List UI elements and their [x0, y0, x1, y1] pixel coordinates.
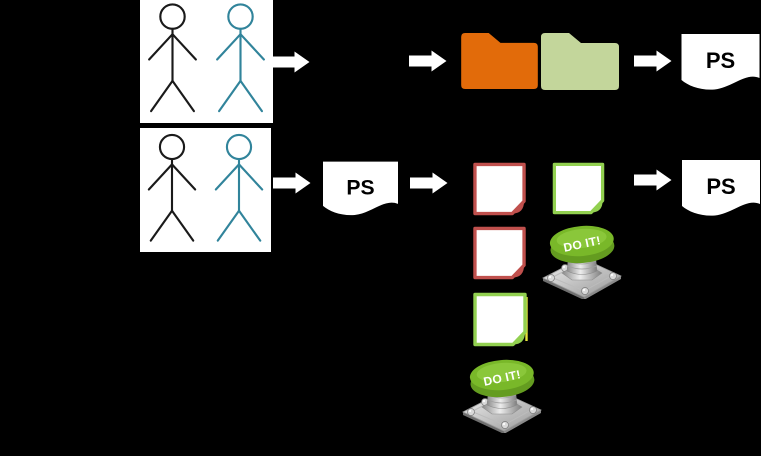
ps-document-icon: PS	[681, 34, 760, 90]
flow-arrow-icon	[409, 50, 447, 72]
do-it-button[interactable]: DO IT!	[538, 221, 626, 299]
ps-document-label: PS	[346, 176, 374, 199]
folder-green-icon	[541, 33, 619, 90]
button-cap: DO IT!	[469, 359, 535, 398]
ps-document-label: PS	[706, 48, 735, 73]
ps-document-label: PS	[706, 174, 735, 199]
flow-arrow-icon	[410, 172, 448, 194]
sticky-note-green-icon	[552, 162, 605, 215]
sticky-note-red-icon	[473, 226, 526, 280]
flow-arrow-icon	[273, 172, 311, 194]
ps-document-icon: PS	[323, 161, 398, 216]
folder-orange-icon	[461, 33, 538, 89]
stick-figure-black-icon	[148, 3, 197, 113]
flow-arrow-icon	[272, 51, 310, 73]
flow-arrow-icon	[634, 169, 672, 191]
actor-pair-box-top	[140, 0, 273, 123]
button-cap: DO IT!	[549, 225, 615, 264]
ps-document-icon: PS	[682, 160, 760, 216]
screw-icon	[467, 398, 537, 429]
sticky-note-green-yellow-icon	[473, 292, 528, 347]
stick-figure-teal-icon	[216, 3, 265, 113]
sticky-note-red-icon	[473, 162, 526, 216]
stick-figure-black-icon	[147, 133, 197, 242]
stick-figure-teal-icon	[214, 133, 264, 242]
actor-pair-box-bottom	[140, 128, 271, 252]
do-it-button[interactable]: DO IT!	[458, 355, 546, 433]
screw-icon	[547, 264, 617, 295]
flow-arrow-icon	[634, 50, 672, 72]
